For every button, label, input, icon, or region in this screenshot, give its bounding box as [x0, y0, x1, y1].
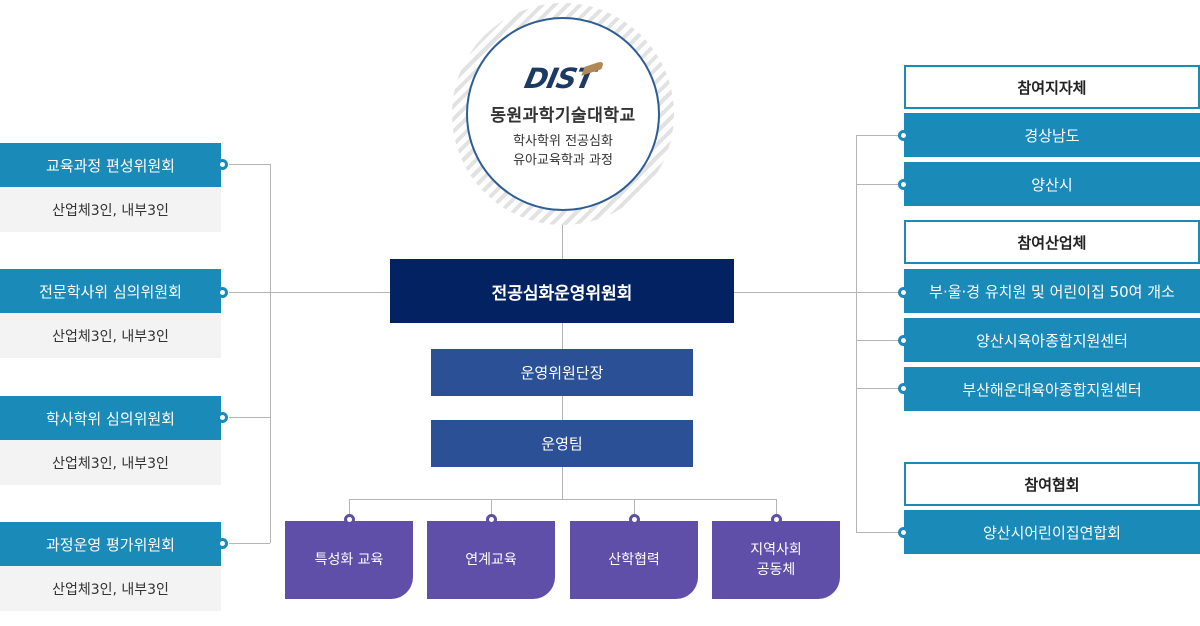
category-label: 참여협회 — [1024, 475, 1080, 494]
connector-dot — [217, 538, 228, 549]
chairman-box[interactable]: 운영위원단장 — [431, 349, 693, 396]
connector-dot — [898, 383, 909, 394]
dist-logo: DIST — [521, 60, 606, 95]
area-label: 지역사회 — [750, 542, 802, 558]
connector-area-4 — [776, 499, 777, 515]
committee-members: 산업체3인, 내부3인 — [0, 440, 221, 485]
connector-right-6 — [856, 532, 898, 533]
connector-left-vertical — [270, 164, 271, 543]
org-label: 양산시어린이집연합회 — [982, 523, 1121, 542]
connector-dot — [486, 514, 497, 525]
connector-area-3 — [634, 499, 635, 515]
org-label: 부·울·경 유치원 및 어린이집 50여 개소 — [929, 282, 1175, 301]
category-local-government: 참여지자체 — [904, 65, 1200, 109]
connector-dot — [344, 514, 355, 525]
area-label: 산학협력 — [608, 552, 660, 568]
area-label: 연계교육 — [465, 552, 517, 568]
category-label: 참여산업체 — [1017, 233, 1087, 252]
category-label: 참여지자체 — [1017, 78, 1087, 97]
committee-members: 산업체3인, 내부3인 — [0, 313, 221, 358]
connector-dot — [898, 179, 909, 190]
category-association: 참여협회 — [904, 462, 1200, 506]
committee-bachelor-degree[interactable]: 학사학위 심의위원회 — [0, 396, 221, 440]
connector-areas-horizontal — [349, 499, 776, 500]
area-label: 특성화 교육 — [314, 552, 384, 568]
connector-dot — [898, 130, 909, 141]
connector-dot — [217, 159, 228, 170]
connector-area-2 — [491, 499, 492, 515]
area-label-line2: 공동체 — [756, 562, 796, 578]
area-linked-education[interactable]: 연계교육 — [427, 521, 555, 599]
main-committee[interactable]: 전공심화운영위원회 — [390, 259, 734, 323]
connector-right-4 — [856, 340, 898, 341]
committee-title: 교육과정 편성위원회 — [46, 156, 175, 175]
connector-emblem-main — [562, 213, 563, 259]
org-label: 경상남도 — [1024, 126, 1080, 145]
area-specialized-education[interactable]: 특성화 교육 — [285, 521, 413, 599]
committee-associate-degree[interactable]: 전문학사위 심의위원회 — [0, 269, 221, 313]
connector-dot — [898, 287, 909, 298]
university-name: 동원과학기술대학교 — [490, 106, 636, 126]
org-yangsan-childcare-center[interactable]: 양산시육아종합지원센터 — [904, 318, 1200, 362]
connector-right-3 — [856, 292, 898, 293]
connector-left-4 — [229, 543, 270, 544]
connector-right-1 — [856, 135, 898, 136]
committee-title: 과정운영 평가위원회 — [46, 535, 175, 554]
connector-left-1 — [229, 164, 270, 165]
program-name: 학사학위 전공심화 유아교육학과 과정 — [513, 132, 613, 170]
category-industry: 참여산업체 — [904, 220, 1200, 264]
program-line-2: 유아교육학과 과정 — [513, 153, 613, 168]
committee-curriculum[interactable]: 교육과정 편성위원회 — [0, 143, 221, 187]
main-committee-label: 전공심화운영위원회 — [491, 283, 633, 304]
committee-members: 산업체3인, 내부3인 — [0, 187, 221, 232]
connector-right-vertical — [856, 135, 857, 532]
connector-left-3 — [229, 417, 270, 418]
org-kindergartens[interactable]: 부·울·경 유치원 및 어린이집 50여 개소 — [904, 269, 1200, 313]
program-line-1: 학사학위 전공심화 — [513, 134, 613, 149]
org-yangsan[interactable]: 양산시 — [904, 162, 1200, 206]
connector-dot — [898, 527, 909, 538]
org-haeundae-childcare-center[interactable]: 부산해운대육아종합지원센터 — [904, 367, 1200, 411]
committee-members-text: 산업체3인, 내부3인 — [52, 581, 169, 598]
committee-members-text: 산업체3인, 내부3인 — [52, 202, 169, 219]
connector-dot — [898, 335, 909, 346]
area-industry-cooperation[interactable]: 산학협력 — [570, 521, 698, 599]
connector-right-main — [734, 292, 856, 293]
connector-area-1 — [349, 499, 350, 515]
connector-left-2 — [229, 292, 390, 293]
org-yangsan-daycare-association[interactable]: 양산시어린이집연합회 — [904, 510, 1200, 554]
org-label: 부산해운대육아종합지원센터 — [962, 380, 1142, 399]
connector-right-5 — [856, 388, 898, 389]
connector-dot — [771, 514, 782, 525]
committee-evaluation[interactable]: 과정운영 평가위원회 — [0, 522, 221, 566]
org-label: 양산시 — [1031, 175, 1073, 194]
team-label: 운영팀 — [541, 435, 583, 453]
connector-right-2 — [856, 184, 898, 185]
org-gyeongnam[interactable]: 경상남도 — [904, 113, 1200, 157]
university-emblem: DIST 동원과학기술대학교 학사학위 전공심화 유아교육학과 과정 — [466, 17, 660, 211]
committee-members: 산업체3인, 내부3인 — [0, 566, 221, 611]
team-box[interactable]: 운영팀 — [431, 420, 693, 467]
chairman-label: 운영위원단장 — [520, 364, 604, 382]
connector-dot — [217, 287, 228, 298]
committee-members-text: 산업체3인, 내부3인 — [52, 455, 169, 472]
connector-center-vertical — [562, 323, 563, 499]
connector-dot — [629, 514, 640, 525]
committee-title: 전문학사위 심의위원회 — [39, 282, 182, 301]
org-label: 양산시육아종합지원센터 — [976, 331, 1128, 350]
committee-title: 학사학위 심의위원회 — [46, 409, 175, 428]
connector-dot — [217, 412, 228, 423]
committee-members-text: 산업체3인, 내부3인 — [52, 328, 169, 345]
